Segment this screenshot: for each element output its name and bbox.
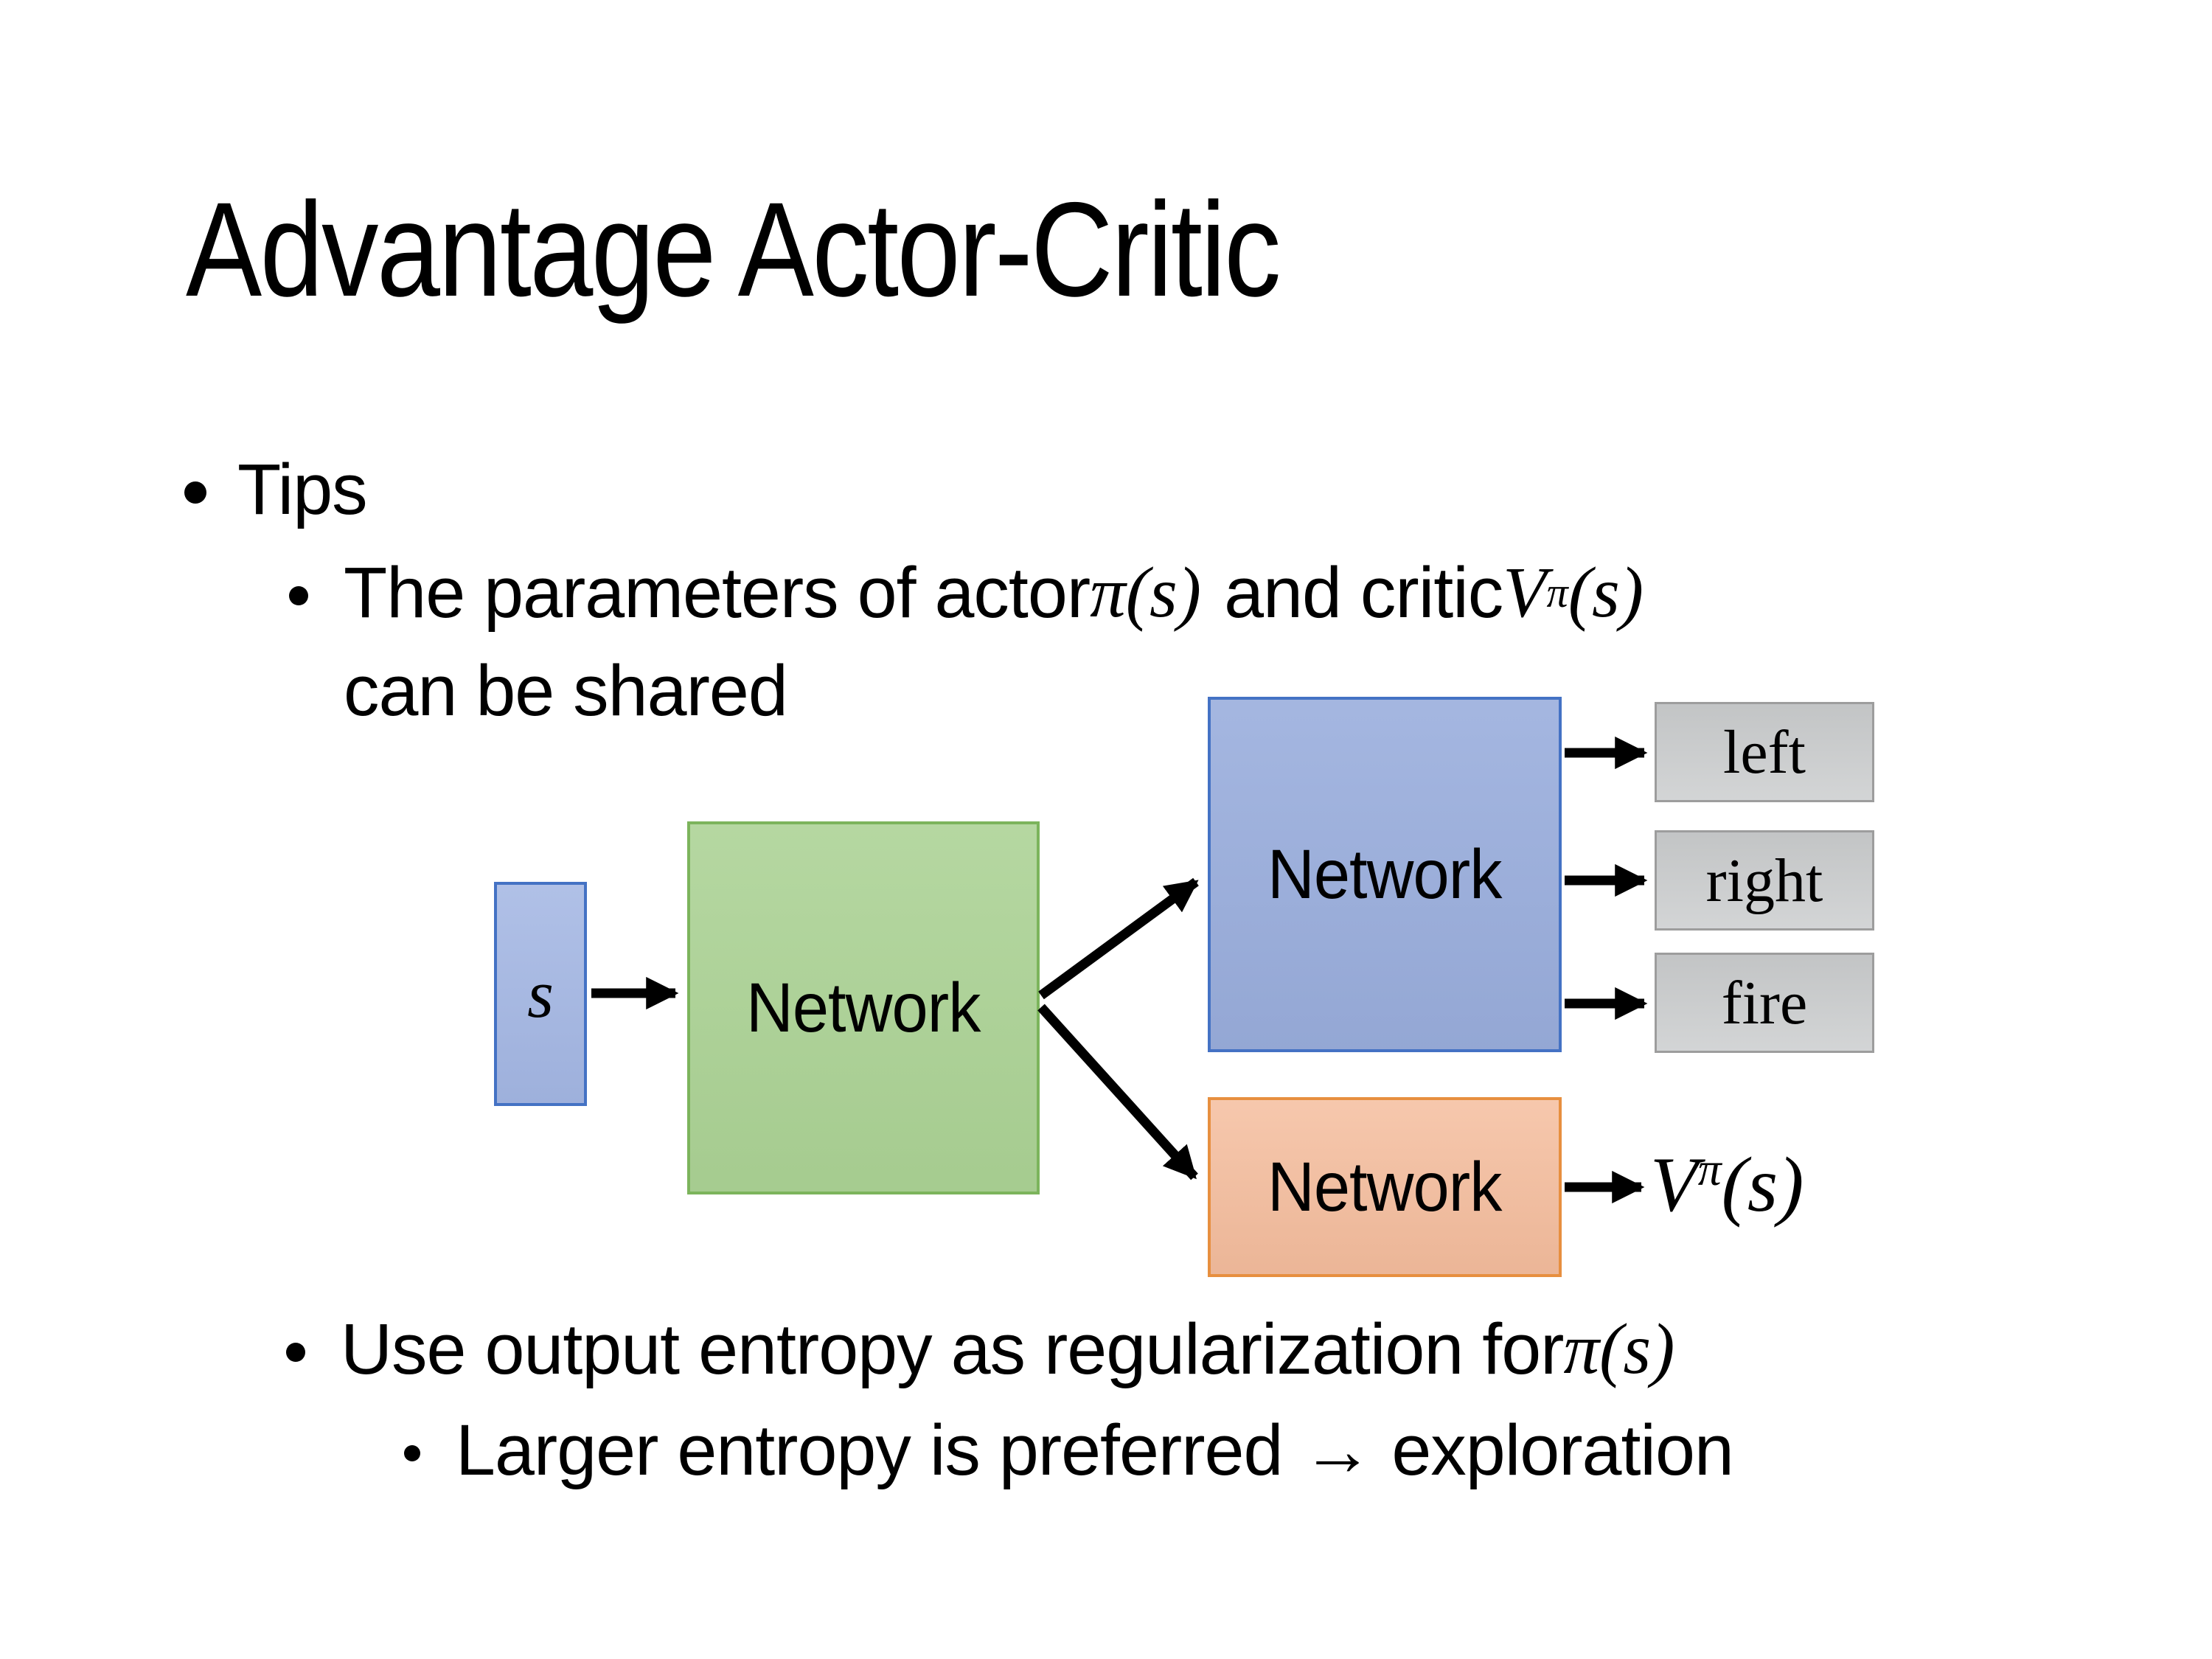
critic-network-box: Network xyxy=(1208,1097,1562,1277)
action-box-fire: fire xyxy=(1655,953,1874,1053)
bullet-tips: Tips xyxy=(184,442,368,536)
bullet-exploration-text: Larger entropy is preferred → exploratio… xyxy=(456,1410,1734,1490)
bullet-dot xyxy=(184,481,206,504)
action-label-left: left xyxy=(1723,717,1806,787)
critic-output-base: V xyxy=(1650,1141,1698,1228)
action-label-right: right xyxy=(1705,846,1823,915)
arrow-shared-to-actor xyxy=(1038,877,1199,1000)
actor-network-box: Network xyxy=(1208,697,1562,1052)
actor-network-label: Network xyxy=(1267,835,1502,914)
bullet-tips-label: Tips xyxy=(237,449,368,529)
slide-title: Advantage Actor-Critic xyxy=(186,174,1281,324)
state-label: s xyxy=(527,956,554,1032)
bullet-parameters-line1: The parameters of actor π(s) and critic … xyxy=(289,546,1644,639)
critic-value-math-args: (s) xyxy=(1568,553,1644,632)
actor-policy-math: π(s) xyxy=(1090,553,1202,632)
bullet-entropy: Use output entropy as regularization for… xyxy=(286,1302,1674,1396)
bullet-dot xyxy=(286,1342,305,1362)
bullet-parameters-text: The parameters of actor xyxy=(344,552,1091,633)
bullet-parameters-line2: can be shared xyxy=(344,644,788,737)
critic-output-sup: π xyxy=(1697,1143,1722,1196)
action-box-right: right xyxy=(1655,830,1874,931)
critic-output-args: (s) xyxy=(1721,1141,1804,1228)
critic-value-math-base: V xyxy=(1503,553,1547,632)
critic-value-math-sup: π xyxy=(1546,568,1568,616)
action-label-fire: fire xyxy=(1721,968,1808,1037)
bullet-dot xyxy=(404,1444,420,1461)
bullet-parameters-mid-text: and critic xyxy=(1224,552,1503,633)
bullet-entropy-text: Use output entropy as regularization for xyxy=(341,1309,1564,1389)
bullet-dot xyxy=(289,585,308,605)
shared-network-box: Network xyxy=(687,821,1040,1194)
bullet-exploration: Larger entropy is preferred → exploratio… xyxy=(404,1403,1734,1497)
state-input-box: s xyxy=(494,882,587,1106)
arrow-shared-to-critic xyxy=(1037,1004,1198,1180)
shared-network-label: Network xyxy=(746,968,981,1047)
entropy-policy-math: π(s) xyxy=(1563,1310,1675,1388)
bullet-parameters-line2-text: can be shared xyxy=(344,650,788,731)
action-box-left: left xyxy=(1655,702,1874,802)
critic-network-label: Network xyxy=(1267,1147,1502,1226)
critic-output-value: Vπ(s) xyxy=(1650,1134,1804,1236)
